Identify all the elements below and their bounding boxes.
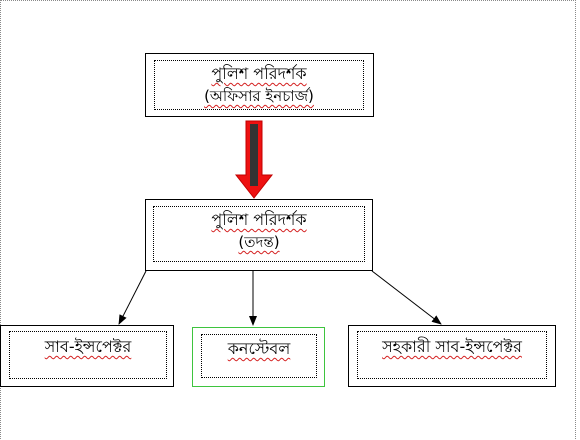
connector-arrow-to-sub-inspector [118, 270, 147, 325]
bottom-box-1-label: সাব-ইন্সপেক্টর [44, 337, 132, 356]
bottom-box-sub-inspector[interactable]: সাব-ইন্সপেক্টর [0, 325, 174, 387]
bottom-box-constable[interactable]: কনস্টেবল [192, 327, 325, 387]
bottom-box-2-label: কনস্টেবল [227, 339, 291, 358]
middle-box-investigation[interactable]: পুলিশ পরিদর্শক (তদন্ত) [145, 199, 373, 271]
bottom-box-assistant-sub-inspector[interactable]: সহকারী সাব-ইন্সপেক্টর [348, 325, 556, 387]
bottom-box-3-text-frame: সহকারী সাব-ইন্সপেক্টর [357, 331, 547, 379]
bottom-box-1-text-frame: সাব-ইন্সপেক্টর [9, 331, 167, 379]
top-box-title: পুলিশ পরিদর্শক [211, 64, 307, 83]
connector-arrow-to-assistant-sub-inspector [371, 270, 442, 325]
top-box-officer-in-charge[interactable]: পুলিশ পরিদর্শক (অফিসার ইনচার্জ) [145, 53, 374, 117]
bottom-box-3-label: সহকারী সাব-ইন্সপেক্টর [382, 337, 522, 356]
middle-box-text-frame: পুলিশ পরিদর্শক (তদন্ত) [153, 206, 365, 262]
bottom-box-2-text-frame: কনস্টেবল [201, 334, 317, 378]
middle-box-title: পুলিশ পরিদর্শক [211, 210, 307, 229]
red-down-arrow-icon [234, 120, 274, 199]
middle-box-subtitle: (তদন্ত) [238, 233, 280, 251]
top-box-text-frame: পুলিশ পরিদর্শক (অফিসার ইনচার্জ) [154, 60, 364, 110]
top-box-subtitle: (অফিসার ইনচার্জ) [204, 87, 314, 105]
